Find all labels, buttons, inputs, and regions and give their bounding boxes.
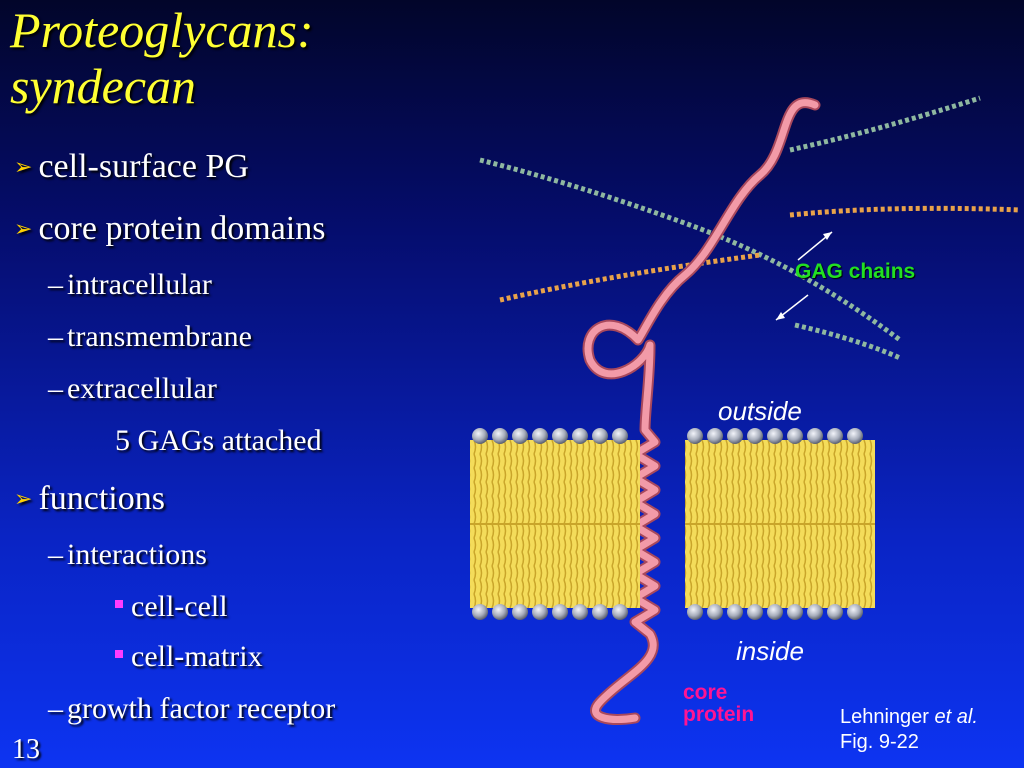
arrow-bullet-icon: ➢: [14, 154, 33, 179]
subbullet-intracellular: –intracellular: [48, 268, 212, 301]
bullet-cell-surface-pg: ➢cell-surface PG: [14, 148, 249, 185]
gag-arrow-down-icon: [775, 294, 809, 321]
credit-line1: Lehninger et al.: [840, 706, 978, 728]
lipid-bilayer-right: [685, 428, 875, 620]
subsubbullet-cell-cell: cell-cell: [115, 592, 228, 622]
syndecan-figure: GAG chains outside inside core protein: [460, 90, 1024, 740]
square-bullet-icon: [115, 600, 123, 608]
gag-chain-orange-1: [789, 205, 1021, 218]
gag-chain-green-1: [479, 157, 902, 343]
syndecan-illustration: [470, 95, 1021, 725]
label-outside: outside: [718, 396, 802, 426]
subbullet-growth-factor-receptor: –growth factor receptor: [48, 692, 336, 725]
lipid-bilayer-left: [470, 428, 640, 620]
gag-arrow-up-icon: [797, 231, 833, 261]
slide-number: 13: [12, 734, 40, 765]
gag-chain-green-2: [789, 95, 981, 153]
label-core-line1: core: [683, 681, 728, 704]
gag-chain-orange-2: [499, 252, 761, 303]
label-core-line2: protein: [683, 703, 755, 726]
slide-title-line2: syndecan: [10, 58, 197, 114]
label-core-protein: core protein: [683, 682, 754, 726]
gag-chain-green-3: [794, 322, 902, 361]
subsubbullet-cell-matrix: cell-matrix: [115, 642, 263, 672]
arrow-bullet-icon: ➢: [14, 216, 33, 241]
slide-title-line1: Proteoglycans:: [10, 2, 314, 58]
label-inside: inside: [736, 636, 804, 666]
subbullet-extracellular: –extracellular: [48, 372, 217, 405]
subbullet-transmembrane: –transmembrane: [48, 320, 252, 353]
label-gag-chains: GAG chains: [795, 260, 916, 283]
subbullet-interactions: –interactions: [48, 538, 207, 571]
square-bullet-icon: [115, 650, 123, 658]
arrow-bullet-icon: ➢: [14, 486, 33, 511]
core-protein-chain: [582, 97, 821, 725]
credit-line2: Fig. 9-22: [840, 731, 919, 753]
slide-title: Proteoglycans: syndecan: [10, 2, 314, 114]
note-5-gags: 5 GAGs attached: [115, 424, 322, 457]
bullet-functions: ➢functions: [14, 480, 165, 517]
figure-credit: Lehninger et al. Fig. 9-22: [840, 705, 978, 755]
bullet-core-protein-domains: ➢core protein domains: [14, 210, 326, 247]
